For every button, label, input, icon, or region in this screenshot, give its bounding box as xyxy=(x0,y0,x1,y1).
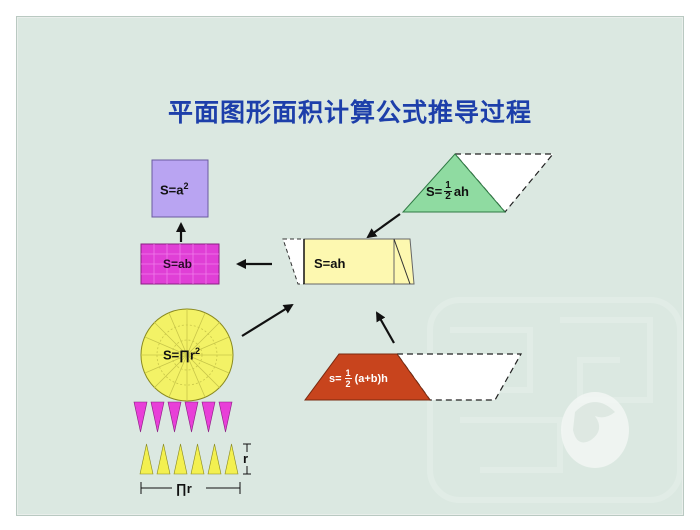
triangle-formula-suffix: ah xyxy=(453,184,469,199)
circle-shape xyxy=(140,308,234,402)
trapezoid-fraction-num: 1 xyxy=(344,368,352,379)
trapezoid-shape xyxy=(304,353,523,401)
triangle-shape xyxy=(401,153,555,213)
triangle-fraction-num: 1 xyxy=(444,180,452,192)
dimension-width xyxy=(140,482,241,494)
circle-formula-base: S=∏r xyxy=(163,347,196,363)
trapezoid-fraction: 1 2 xyxy=(344,368,352,389)
triangle-fraction: 1 2 xyxy=(444,181,452,202)
rectangle-shape xyxy=(140,243,220,285)
sectors-row-up xyxy=(139,443,239,475)
trapezoid-fraction-den: 2 xyxy=(345,379,351,389)
trapezoid-formula-suffix: (a+b)h xyxy=(354,372,388,385)
square-shape xyxy=(151,159,209,218)
circle-formula: S=∏r2 xyxy=(163,346,200,362)
square-formula: S=a2 xyxy=(160,181,189,197)
square-formula-base: S=a xyxy=(160,182,184,198)
rectangle-formula: S=ab xyxy=(163,257,193,271)
arrow-trapezoid-to-parallelogram xyxy=(376,311,395,344)
triangle-formula: S= 1 2 ah xyxy=(426,181,469,202)
jade-dragon-ornament xyxy=(561,392,629,468)
parallelogram-shape xyxy=(282,238,415,285)
sectors-row-down xyxy=(133,401,233,433)
triangle-formula-prefix: S= xyxy=(426,184,443,199)
dimension-height xyxy=(243,443,251,475)
trapezoid-formula-prefix: s= xyxy=(329,372,342,385)
triangle-fraction-den: 2 xyxy=(445,191,451,202)
page-title: 平面图形面积计算公式推导过程 xyxy=(167,98,532,127)
arrow-circle-to-parallelogram xyxy=(241,303,294,337)
trapezoid-formula: s= 1 2 (a+b)h xyxy=(329,368,388,389)
arrows xyxy=(176,213,401,344)
circle-height-label: r xyxy=(243,451,249,466)
arrow-triangle-to-parallelogram xyxy=(366,213,401,239)
parallelogram-formula: S=ah xyxy=(314,256,346,271)
square-formula-exp: 2 xyxy=(183,181,189,191)
circle-formula-exp: 2 xyxy=(195,346,201,356)
circle-width-label: ∏r xyxy=(176,481,192,496)
